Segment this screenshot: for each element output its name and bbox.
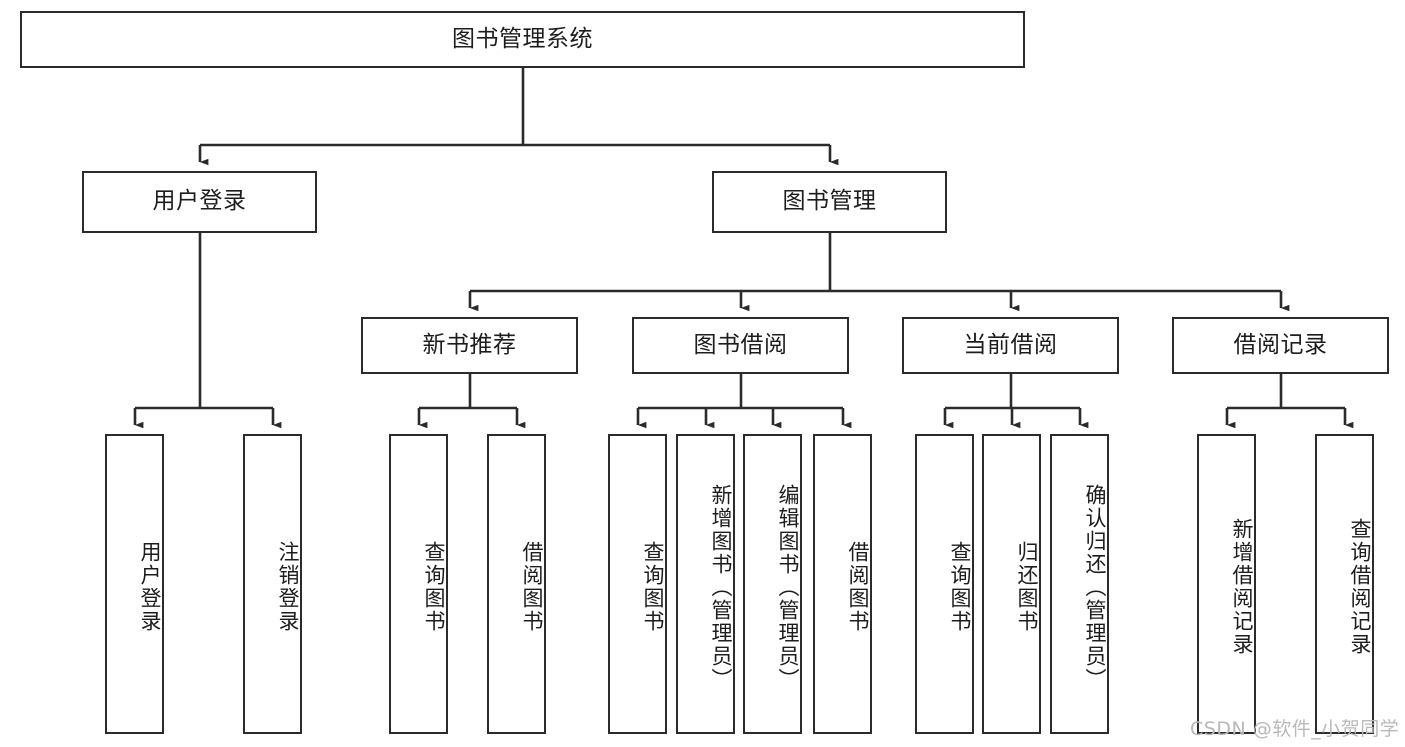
leaf-return-book[interactable]: 归还图书 [982,434,1041,734]
leaf-query-book-recommend[interactable]: 查询图书 [389,434,448,734]
node-book-borrow[interactable]: 图书借阅 [632,317,849,374]
leaf-query-book-borrow[interactable]: 查询图书 [608,434,667,734]
node-borrow-record-label: 借阅记录 [1233,331,1328,358]
leaf-query-borrow-record[interactable]: 查询借阅记录 [1315,434,1374,734]
node-new-book-recommend[interactable]: 新书推荐 [361,317,578,374]
node-new-book-recommend-label: 新书推荐 [422,331,517,358]
node-book-borrow-label: 图书借阅 [693,331,788,358]
node-root[interactable]: 图书管理系统 [20,11,1025,68]
leaf-query-book-current-label: 查询图书 [948,541,972,633]
leaf-borrow-book-recommend-label: 借阅图书 [520,541,544,633]
node-root-label: 图书管理系统 [452,25,593,52]
node-borrow-record[interactable]: 借阅记录 [1172,317,1389,374]
watermark: CSDN @软件_小贺同学 [1190,718,1400,740]
leaf-edit-book[interactable]: 编辑图书（管理员） [743,434,802,734]
leaf-user-logout[interactable]: 注销登录 [243,434,302,734]
leaf-query-borrow-record-label: 查询借阅记录 [1348,518,1372,656]
node-current-borrow[interactable]: 当前借阅 [902,317,1119,374]
leaf-add-book-label: 新增图书（管理员） [709,483,733,691]
leaf-borrow-book-label: 借阅图书 [846,541,870,633]
leaf-add-borrow-record[interactable]: 新增借阅记录 [1197,434,1256,734]
leaf-user-login-label: 用户登录 [138,541,162,633]
leaf-confirm-return-label: 确认归还（管理员） [1083,483,1107,691]
leaf-query-book-current[interactable]: 查询图书 [915,434,974,734]
node-user-login[interactable]: 用户登录 [82,171,317,233]
leaf-query-book-recommend-label: 查询图书 [422,541,446,633]
leaf-return-book-label: 归还图书 [1015,541,1039,633]
leaf-edit-book-label: 编辑图书（管理员） [776,483,800,691]
leaf-add-book[interactable]: 新增图书（管理员） [676,434,735,734]
leaf-confirm-return[interactable]: 确认归还（管理员） [1050,434,1109,734]
leaf-add-borrow-record-label: 新增借阅记录 [1230,518,1254,656]
node-current-borrow-label: 当前借阅 [963,331,1058,358]
leaf-query-book-borrow-label: 查询图书 [641,541,665,633]
node-book-manage[interactable]: 图书管理 [712,171,947,233]
leaf-user-login[interactable]: 用户登录 [105,434,164,734]
leaf-borrow-book-recommend[interactable]: 借阅图书 [487,434,546,734]
leaf-borrow-book[interactable]: 借阅图书 [813,434,872,734]
node-user-login-label: 用户登录 [152,188,247,215]
node-book-manage-label: 图书管理 [782,188,877,215]
leaf-user-logout-label: 注销登录 [276,541,300,633]
